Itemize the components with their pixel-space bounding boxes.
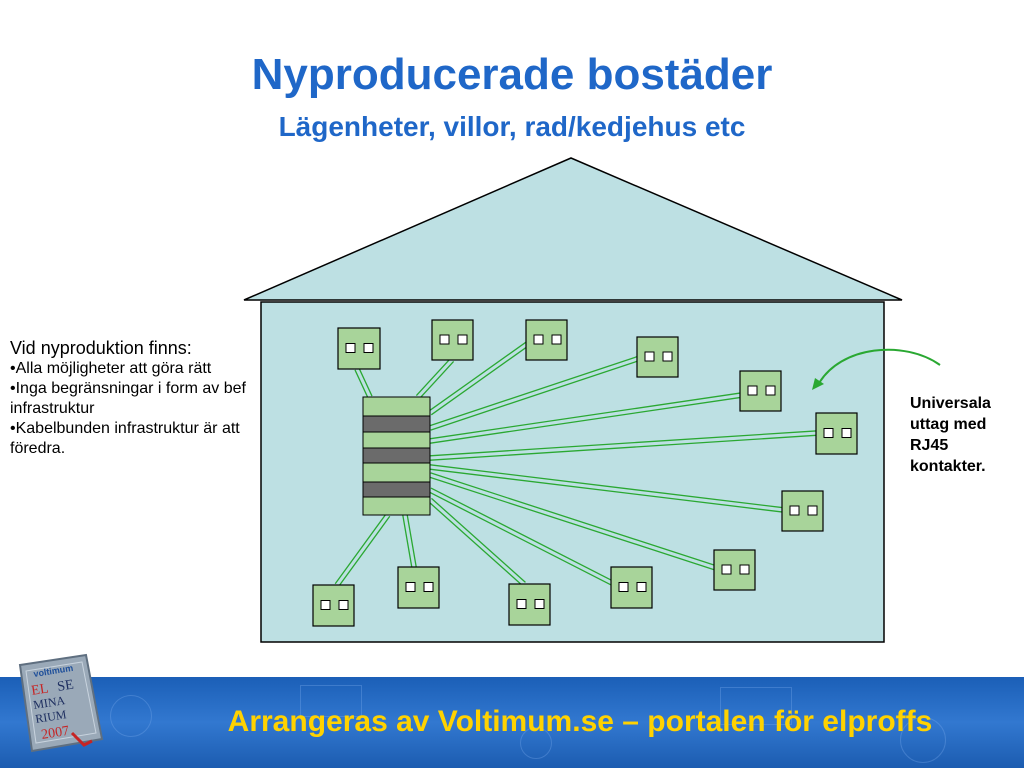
footer-decoration [110,695,152,737]
cable-line [430,487,616,583]
rj45-port [320,600,331,610]
cable-line [429,355,640,427]
outlet-12 [312,584,355,627]
outlet-plate [337,327,381,370]
rj45-port [457,334,468,345]
cables [334,339,819,587]
outlet-7 [781,490,824,532]
outlet-8 [713,549,756,591]
page-title: Nyproducerade bostäder [251,50,773,99]
cable-line [428,339,530,412]
cable-line [402,515,413,568]
callout-arrowhead [812,378,824,390]
logo-text: EL [30,681,49,698]
cable-line [338,515,391,587]
cable-line [430,464,785,509]
rj45-port [533,334,544,345]
outlet-4 [636,336,679,378]
distribution-panel [362,396,431,516]
rj45-port [551,334,562,345]
rj45-port [823,428,834,438]
rj45-port [789,505,800,516]
outlet-2 [431,319,474,361]
cable-line [430,343,532,416]
callout-text: Universala uttag med RJ45 kontakter. [910,393,1020,477]
cable-line [415,358,451,396]
page-subtitle: Lägenheter, villor, rad/kedjehus etc [278,111,746,142]
callout-line: kontakter. [910,458,986,475]
left-text-intro: Vid nyproduktion finns: [10,338,192,358]
cable-line [430,434,819,461]
logo-text: MINA [32,693,66,712]
rj45-port [618,582,629,592]
outlet-6 [815,412,858,455]
cable-line [334,513,387,585]
bullet-item: •Inga begränsningar i form av bef infras… [10,380,246,417]
rj45-port [765,385,776,396]
outlets [312,319,858,627]
callout-line: RJ45 [910,437,949,454]
rj45-port [363,343,374,353]
house-network-diagram [243,157,941,643]
footer-banner [0,677,1024,768]
logo-text: RIUM [34,707,67,726]
rj45-port [516,599,527,609]
rj45-port [423,582,434,592]
callout-line: uttag med [910,416,987,433]
cable-line [430,472,717,567]
cable-line [428,491,614,587]
footer-decoration [520,727,552,759]
cable-line [429,392,742,440]
cable-line [429,476,716,571]
cable-line [419,361,455,399]
rj45-port [439,334,450,345]
cable-line [431,497,526,583]
cable-line [406,514,417,567]
footer-text: Arrangeras av Voltimum.se – portalen för… [227,705,933,738]
house-roof [243,157,903,301]
rj45-port [739,564,750,575]
rj45-port [534,599,545,609]
outlet-1 [337,327,381,370]
rj45-port [662,351,673,362]
logo-year: 2007 [40,724,70,743]
bullet-item: •Alla möjligheter att göra rätt [10,360,212,377]
rj45-port [747,385,758,396]
cable-line [429,430,818,457]
rj45-port [636,582,647,592]
callout-arrow [817,348,941,386]
logo-text: SE [56,678,74,695]
outlet-plate [508,583,551,626]
cable-line [430,359,641,431]
cable-line [358,367,373,397]
rj45-port [721,564,732,575]
rj45-port [338,600,349,610]
cable-line [428,501,523,587]
footer-decoration [300,685,362,717]
rj45-port [644,351,655,362]
rj45-port [841,428,852,438]
rj45-port [345,343,356,353]
elseminarium-logo: voltimum EL SE MINA RIUM 2007 [18,653,104,753]
bullet-item: •Kabelbunden infrastruktur är att föredr… [10,420,240,457]
outlet-5 [739,370,782,412]
cable-line [430,396,743,444]
outlet-3 [525,319,568,361]
outlet-9 [610,566,653,609]
cable-line [354,369,369,399]
outlet-11 [397,566,440,609]
footer-decoration [720,687,792,725]
cable-line [429,468,784,513]
left-text-block: Vid nyproduktion finns: •Alla möjlighete… [10,337,255,459]
outlet-10 [508,583,551,626]
footer-decoration [900,717,946,763]
callout-line: Universala [910,395,991,412]
rj45-port [405,582,416,592]
rj45-port [807,505,818,516]
